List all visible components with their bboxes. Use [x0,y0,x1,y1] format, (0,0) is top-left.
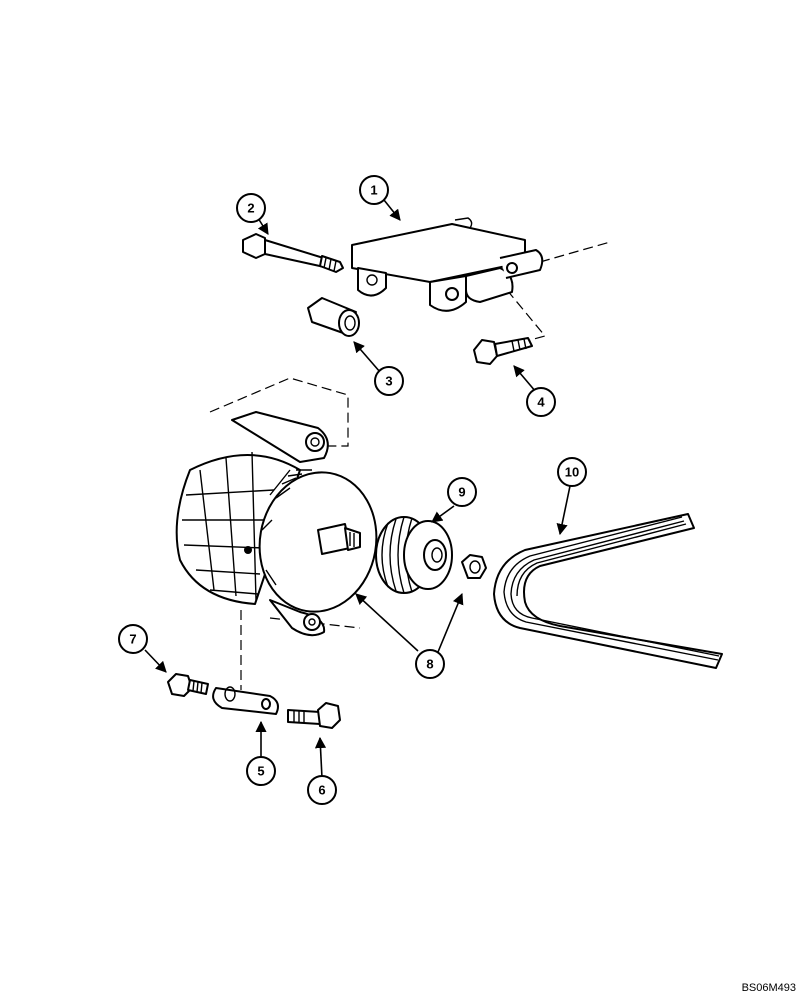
callout-9: 9 [447,477,477,507]
pulley [375,516,453,594]
drawing-code: BS06M493 [741,982,796,994]
mounting-bracket [351,217,544,312]
callout-label: 4 [537,395,545,410]
v-belt [493,513,723,669]
callout-5: 5 [246,756,276,786]
callout-label: 1 [370,183,377,198]
callout-7: 7 [118,624,148,654]
callout-label: 5 [257,764,264,779]
pulley-nut [461,554,487,579]
callout-1: 1 [359,175,389,205]
mounting-stud [167,673,209,697]
callout-6: 6 [307,775,337,805]
callout-label: 7 [129,632,136,647]
callout-8: 8 [415,649,445,679]
alternator [175,411,378,637]
callout-label: 3 [385,374,392,389]
callout-label: 10 [565,465,579,480]
long-bolt [242,233,344,273]
callout-label: 9 [458,485,465,500]
spacer-bushing [307,297,360,337]
callout-10: 10 [557,457,587,487]
callout-label: 2 [247,201,254,216]
leader-lines [144,199,571,779]
callout-3: 3 [374,366,404,396]
callout-label: 6 [318,783,325,798]
short-bolt [473,337,533,365]
callout-label: 8 [426,657,433,672]
callout-4: 4 [526,387,556,417]
callout-2: 2 [236,193,266,223]
adjusting-bolt [287,702,341,729]
adjusting-link [212,686,279,715]
